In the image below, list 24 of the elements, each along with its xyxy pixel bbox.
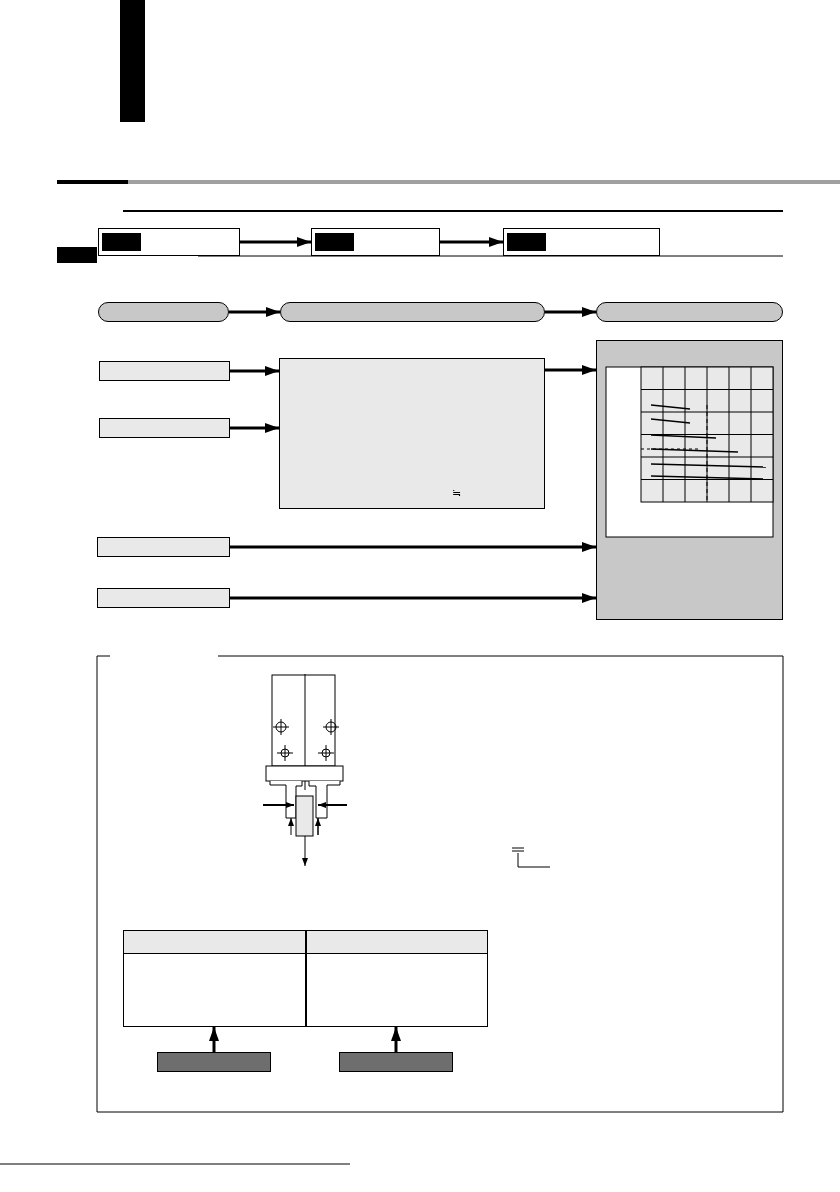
input-box: [99, 361, 230, 381]
arrow: [391, 1027, 401, 1052]
stage-pill: [98, 302, 229, 322]
arrow: [545, 365, 596, 375]
arrow: [230, 593, 596, 603]
input-box: [99, 418, 230, 438]
label-bar: [339, 1052, 453, 1072]
arrow: [229, 307, 280, 317]
arrow: [230, 542, 596, 552]
table-column: [123, 930, 306, 1027]
process-box: [279, 358, 545, 509]
symbol-text: ≒: [452, 487, 461, 499]
input-box: [97, 537, 230, 557]
input-box: [97, 588, 230, 608]
arrow: [240, 237, 311, 247]
arrow: [440, 237, 503, 247]
stage-pill: [280, 302, 545, 322]
arrow: [230, 366, 279, 376]
arrow: [209, 1027, 219, 1052]
arrow: [230, 423, 279, 433]
arrow: [545, 307, 596, 317]
stage-pill: [596, 302, 783, 322]
table-column: [306, 930, 488, 1027]
label-bar: [157, 1052, 271, 1072]
